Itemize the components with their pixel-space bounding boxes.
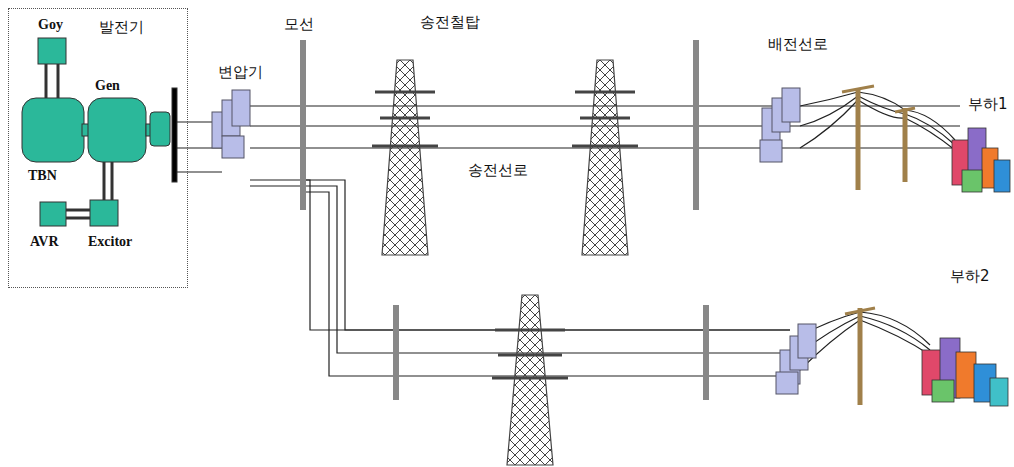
part-label: Goy [38, 17, 63, 32]
node-title: 발전기 [99, 19, 144, 36]
part-label: 부하1 [968, 96, 1008, 113]
part-label: Excitor [88, 234, 132, 249]
part-label: Gen [95, 78, 120, 93]
part-label: 부하2 [950, 268, 990, 285]
part-label: 배전선로 [768, 36, 828, 53]
generator-set [22, 38, 177, 226]
part-label: 송전철탑 [420, 14, 480, 31]
transmission-tower [372, 60, 638, 465]
part-label: 송전선로 [468, 162, 528, 179]
part-label: 변압기 [218, 64, 263, 81]
part-label: AVR [30, 234, 59, 249]
part-label: 모선 [284, 16, 314, 33]
part-label: TBN [28, 168, 57, 183]
